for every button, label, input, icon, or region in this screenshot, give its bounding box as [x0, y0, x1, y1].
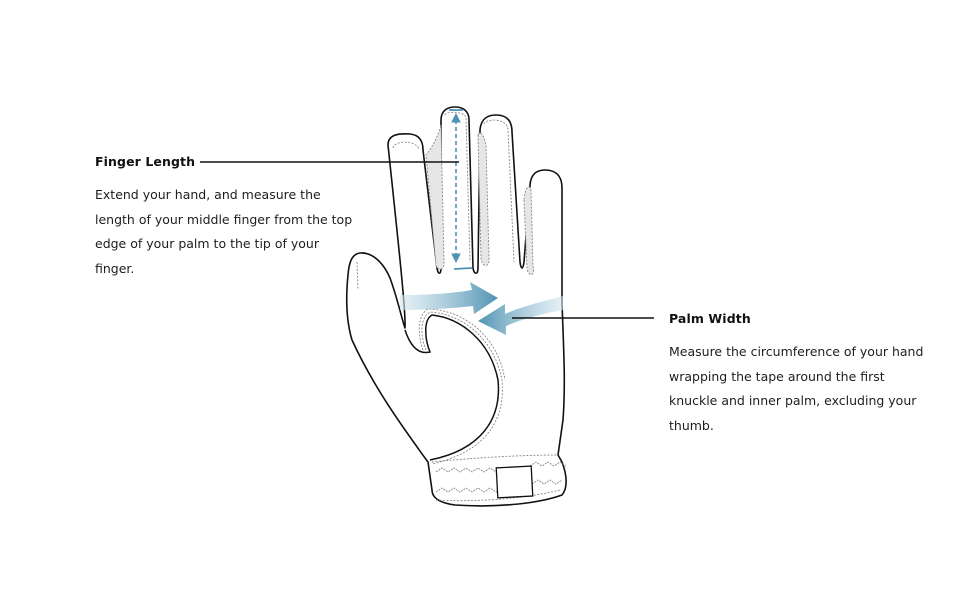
palm-width-title: Palm Width	[669, 311, 751, 326]
palm-width-arrows-icon	[400, 282, 563, 335]
finger-gussets	[425, 124, 535, 275]
palm-width-callout: Palm Width Measure the circumference of …	[669, 311, 929, 438]
finger-stitching	[356, 111, 515, 291]
wrist-cuff	[431, 454, 567, 502]
finger-length-description: Extend your hand, and measure the length…	[95, 187, 353, 276]
thumb-seam	[404, 314, 500, 461]
finger-length-title: Finger Length	[95, 154, 196, 169]
palm-width-description: Measure the circumference of your hand w…	[669, 344, 924, 433]
thumb-seam-stitching	[418, 308, 506, 465]
finger-length-callout: Finger Length Extend your hand, and meas…	[95, 154, 355, 281]
finger-length-measure-icon	[449, 109, 473, 270]
cuff-label-patch	[495, 465, 534, 499]
